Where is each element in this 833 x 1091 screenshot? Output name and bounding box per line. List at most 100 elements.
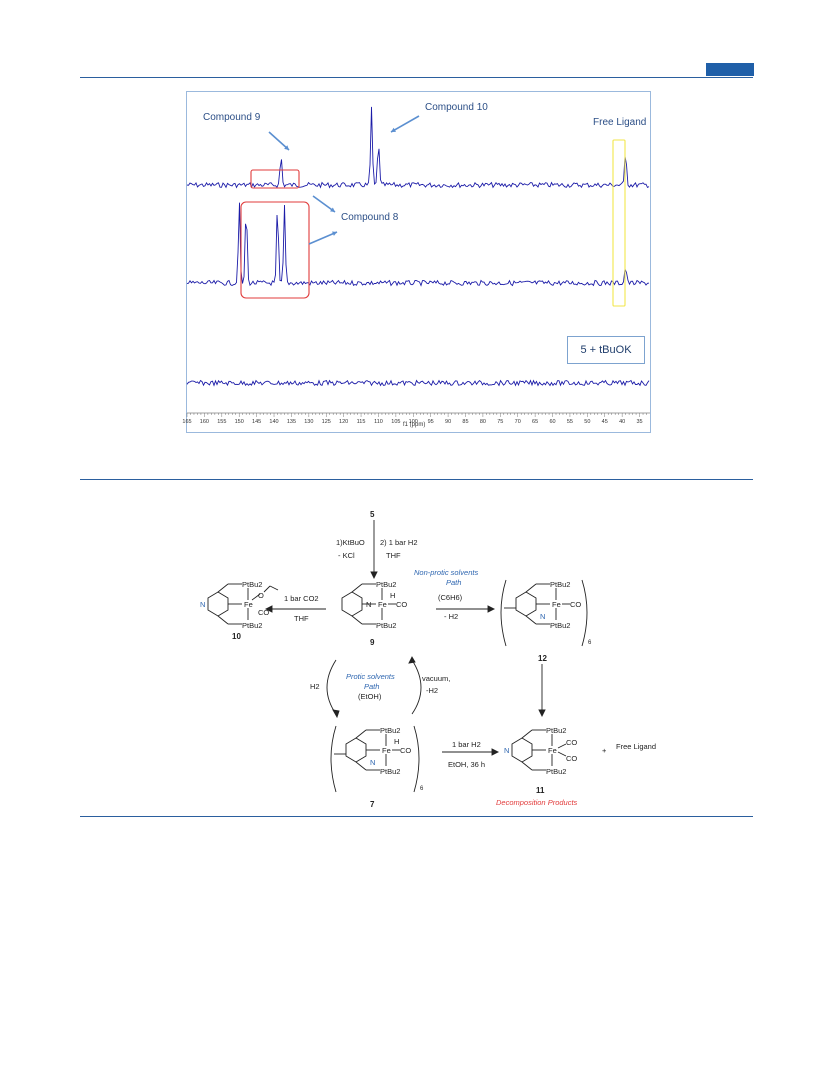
arrow-compound-10-head <box>391 127 396 132</box>
x-tick-label: 130 <box>304 419 313 425</box>
m11-fe: Fe <box>548 746 557 755</box>
x-tick-label: 160 <box>200 419 209 425</box>
m10-fe: Fe <box>244 600 253 609</box>
label-compound-10: Compound 10 <box>425 102 488 113</box>
m10-ptbu-top: PtBu2 <box>242 580 263 589</box>
subscript-6-7: 6 <box>420 786 424 792</box>
protic-title: Protic solvents <box>346 672 395 681</box>
step2-reagents: 2) 1 bar H2 <box>380 538 418 547</box>
axis-label: f1 (ppm) <box>403 422 426 428</box>
step1-reagents: 1)KtBuO <box>336 538 365 547</box>
molecule-12 <box>500 579 588 647</box>
molecule-10 <box>207 583 279 625</box>
reaction-scheme: 5 1)KtBuO - KCl 2) 1 bar H2 THF 1 bar CO… <box>186 500 656 815</box>
vacuum-label: vacuum, <box>422 674 451 683</box>
m11-co-top: CO <box>566 738 578 747</box>
decomposition-products: Decomposition Products <box>496 798 578 807</box>
m7-h: H <box>394 737 400 746</box>
m9-fe: Fe <box>378 600 387 609</box>
m10-co: CO <box>258 608 270 617</box>
m7-fe: Fe <box>382 746 391 755</box>
m12-ptbu-top: PtBu2 <box>550 580 571 589</box>
trace-middle <box>186 202 650 287</box>
m12-n: N <box>540 612 546 621</box>
x-tick-label: 95 <box>428 419 434 425</box>
x-tick-label: 60 <box>549 419 555 425</box>
compound-11-number: 11 <box>536 786 545 795</box>
x-tick-label: 110 <box>374 419 383 425</box>
x-tick-label: 125 <box>322 419 331 425</box>
nonprotic-loss: - H2 <box>444 612 459 621</box>
x-tick-label: 75 <box>497 419 503 425</box>
header-tab <box>706 63 754 76</box>
x-tick-label: 65 <box>532 419 538 425</box>
molecule-11 <box>511 729 567 771</box>
step2-solvent: THF <box>386 551 401 560</box>
m12-ptbu-bottom: PtBu2 <box>550 621 571 630</box>
arrow-compound-10 <box>390 115 420 133</box>
molecule-9 <box>341 583 396 625</box>
trace-bottom <box>186 379 650 387</box>
m7-n: N <box>370 758 376 767</box>
free-ligand-product: Free Ligand <box>616 742 657 751</box>
arrow-compound-8-bottom <box>308 231 338 245</box>
x-tick-label: 155 <box>217 419 226 425</box>
equilibrium-left <box>326 659 337 715</box>
x-tick-label: 85 <box>462 419 468 425</box>
m9-co: CO <box>396 600 408 609</box>
m12-fe: Fe <box>552 600 561 609</box>
m7-ptbu-bottom: PtBu2 <box>380 767 401 776</box>
header-rule <box>80 77 753 78</box>
molecule-7 <box>330 725 420 793</box>
m12-co: CO <box>570 600 582 609</box>
nonprotic-solvent: (C6H6) <box>438 593 463 602</box>
compound-10-number: 10 <box>232 632 241 641</box>
decomp-conditions: EtOH, 36 h <box>448 760 486 769</box>
m7-co: CO <box>400 746 412 755</box>
x-tick-label: 100 <box>409 419 418 425</box>
vacuum-loss: -H2 <box>426 686 439 695</box>
m9-h: H <box>390 591 396 600</box>
m10-ptbu-bottom: PtBu2 <box>242 621 263 630</box>
compound-9-number: 9 <box>370 638 375 647</box>
x-tick-label: 150 <box>235 419 244 425</box>
label-compound-9: Compound 9 <box>203 112 261 123</box>
x-tick-label: 90 <box>445 419 451 425</box>
protic-path: Path <box>364 682 380 691</box>
x-tick-label: 45 <box>602 419 608 425</box>
x-tick-label: 120 <box>339 419 348 425</box>
nonprotic-path: Path <box>446 578 462 587</box>
arrow-compound-9 <box>268 131 290 151</box>
protic-h2: H2 <box>310 682 320 691</box>
compound-5-label: 5 <box>370 510 375 519</box>
x-tick-label: 135 <box>287 419 296 425</box>
step1-byproduct: - KCl <box>338 551 355 560</box>
decomp-reagent: 1 bar H2 <box>452 740 481 749</box>
trace-top <box>186 106 650 189</box>
x-tick-label: 165 <box>182 419 191 425</box>
x-tick-label: 40 <box>619 419 625 425</box>
m9-ptbu-bottom: PtBu2 <box>376 621 397 630</box>
compound-7-number: 7 <box>370 800 375 809</box>
protic-solvent: (EtOH) <box>358 692 382 701</box>
label-compound-8: Compound 8 <box>341 212 399 223</box>
x-tick-label: 70 <box>515 419 521 425</box>
x-tick-label: 35 <box>636 419 642 425</box>
x-tick-label: 105 <box>391 419 400 425</box>
nonprotic-title: Non-protic solvents <box>414 568 479 577</box>
m9-ptbu-top: PtBu2 <box>376 580 397 589</box>
highlight-compound-8 <box>240 201 310 299</box>
highlight-compound-9 <box>250 169 300 189</box>
plus-sign: + <box>602 746 607 755</box>
co2-solvent: THF <box>294 614 309 623</box>
x-tick-label: 55 <box>567 419 573 425</box>
x-tick-label: 80 <box>480 419 486 425</box>
m11-ptbu-bottom: PtBu2 <box>546 767 567 776</box>
label-free-ligand: Free Ligand <box>593 117 647 128</box>
co2-reagent: 1 bar CO2 <box>284 594 319 603</box>
m10-o: O <box>258 591 264 600</box>
compound-12-number: 12 <box>538 654 547 663</box>
arrow-compound-9-head <box>284 145 289 150</box>
